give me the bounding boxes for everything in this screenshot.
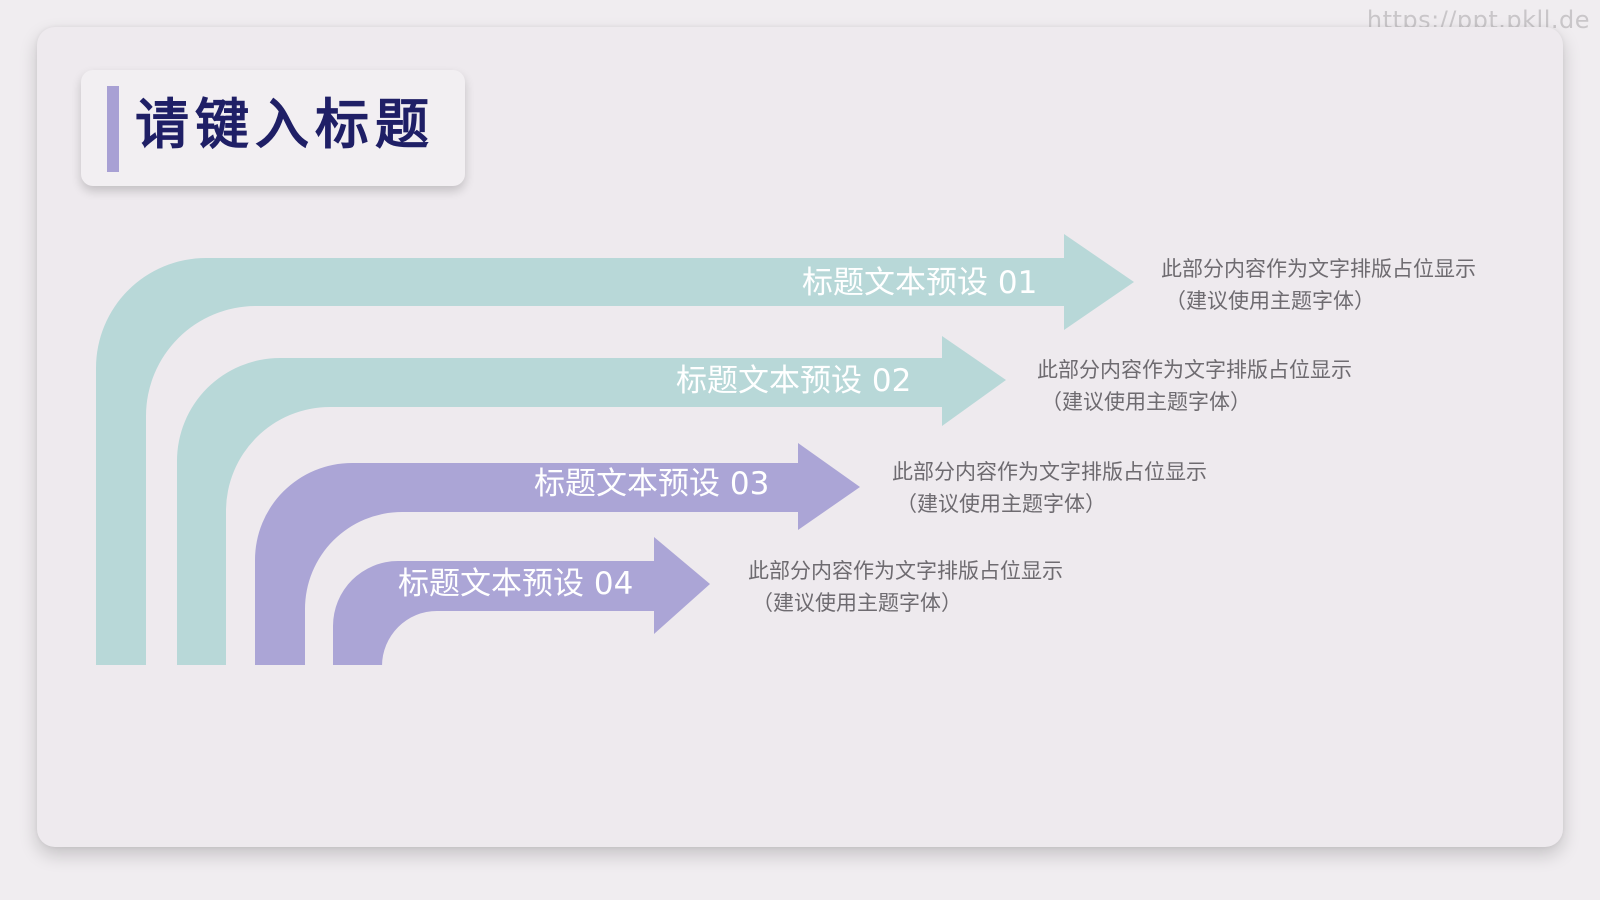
step-3-description-line2: （建议使用主题字体） xyxy=(896,492,1106,516)
arrow-step-4 xyxy=(333,537,710,666)
step-2-description[interactable]: 此部分内容作为文字排版占位显示 （建议使用主题字体） xyxy=(1037,354,1352,418)
step-4-title[interactable]: 标题文本预设 04 xyxy=(398,566,634,602)
arrow-step-1 xyxy=(96,234,1134,665)
step-1-description-line1: 此部分内容作为文字排版占位显示 xyxy=(1161,257,1476,281)
step-1-title[interactable]: 标题文本预设 01 xyxy=(802,265,1038,301)
step-3-title[interactable]: 标题文本预设 03 xyxy=(534,466,770,502)
step-1-description[interactable]: 此部分内容作为文字排版占位显示 （建议使用主题字体） xyxy=(1161,253,1476,317)
title-accent-bar xyxy=(107,86,119,172)
step-1-description-line2: （建议使用主题字体） xyxy=(1165,289,1375,313)
page-title[interactable]: 请键入标题 xyxy=(135,93,435,156)
step-3-description[interactable]: 此部分内容作为文字排版占位显示 （建议使用主题字体） xyxy=(892,456,1207,520)
step-4-description-line1: 此部分内容作为文字排版占位显示 xyxy=(748,559,1063,583)
arrow-step-3 xyxy=(255,443,860,665)
step-2-description-line2: （建议使用主题字体） xyxy=(1041,390,1251,414)
step-4-description[interactable]: 此部分内容作为文字排版占位显示 （建议使用主题字体） xyxy=(748,555,1063,619)
step-2-title[interactable]: 标题文本预设 02 xyxy=(676,363,912,399)
step-4-description-line2: （建议使用主题字体） xyxy=(752,591,962,615)
step-2-description-line1: 此部分内容作为文字排版占位显示 xyxy=(1037,358,1352,382)
title-box: 请键入标题 xyxy=(81,70,465,186)
arrow-step-2 xyxy=(177,336,1006,665)
step-3-description-line1: 此部分内容作为文字排版占位显示 xyxy=(892,460,1207,484)
